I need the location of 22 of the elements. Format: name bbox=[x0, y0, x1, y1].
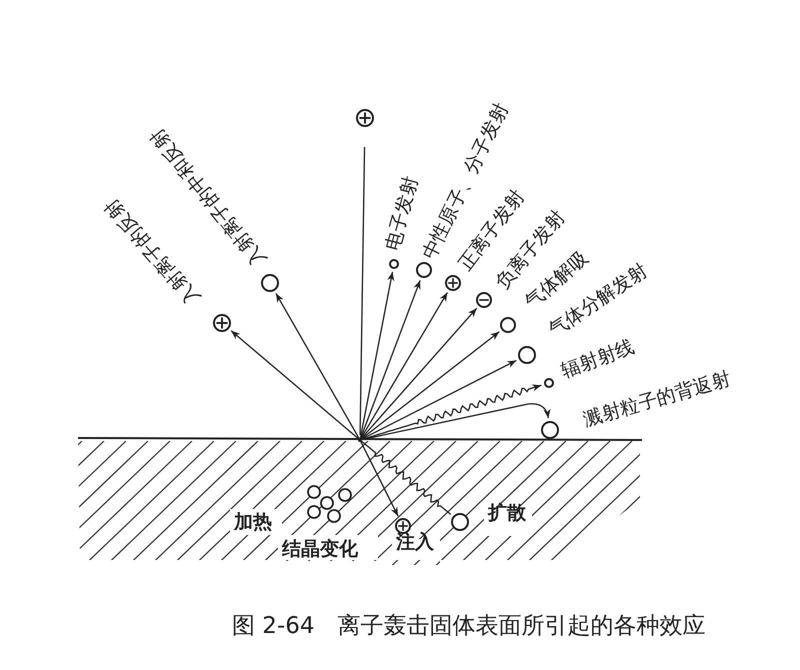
arrow bbox=[361, 331, 500, 440]
effect-label: 结晶变化 bbox=[280, 538, 359, 560]
wavy-arrow bbox=[362, 384, 542, 440]
wavy-connector-line bbox=[361, 440, 452, 515]
arrow bbox=[360, 272, 394, 438]
arrow bbox=[362, 403, 550, 440]
arrow bbox=[360, 280, 421, 438]
effect-label: 辐射射线 bbox=[558, 336, 638, 382]
positive-ion-symbol bbox=[356, 109, 374, 127]
effect-label: 电子发射 bbox=[381, 174, 422, 253]
connector-line bbox=[359, 146, 366, 435]
effect-label: 加热 bbox=[232, 511, 273, 533]
impact-point bbox=[358, 438, 362, 442]
arrow bbox=[275, 293, 360, 439]
arrow bbox=[360, 292, 448, 439]
effect-label: 注入 bbox=[396, 531, 434, 553]
arrow bbox=[230, 330, 359, 440]
arrow bbox=[360, 442, 399, 516]
arrow bbox=[360, 308, 478, 439]
effect-label: 扩散 bbox=[488, 502, 526, 524]
figure-caption: 图 2-64 离子轰击固体表面所引起的各种效应 bbox=[232, 612, 706, 640]
arrow bbox=[361, 360, 517, 440]
